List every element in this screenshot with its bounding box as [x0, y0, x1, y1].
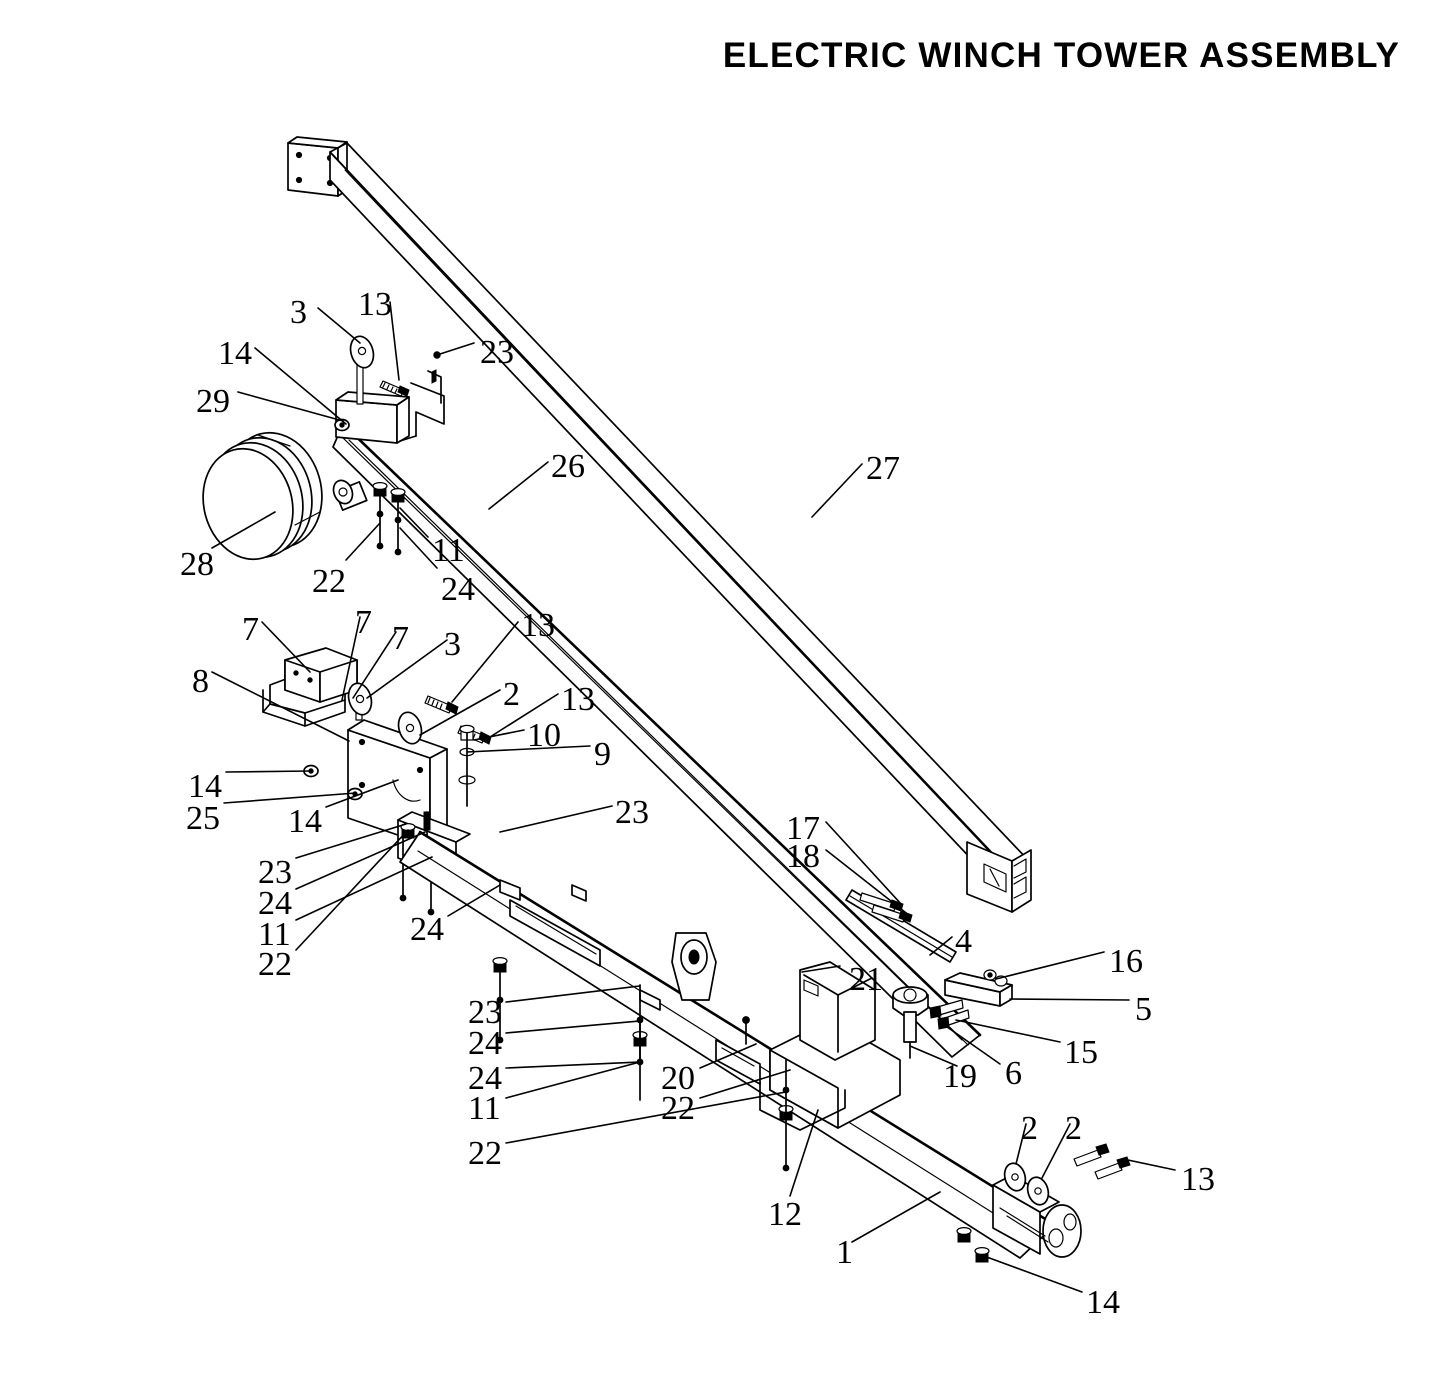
callout-15: 15: [1064, 1034, 1098, 1071]
top-subassembly: [202, 335, 445, 561]
callout-25: 25: [186, 800, 220, 837]
callout-24: 24: [468, 1060, 502, 1097]
callout-14: 14: [188, 768, 222, 805]
callout-7: 7: [242, 611, 259, 648]
callout-8: 8: [192, 663, 209, 700]
part-28-cable-drum: [202, 431, 323, 561]
callout-23: 23: [468, 994, 502, 1031]
callout-1: 1: [836, 1234, 853, 1271]
part-19-knob: [892, 986, 929, 1059]
callout-14: 14: [288, 803, 322, 840]
callout-2: 2: [1021, 1110, 1038, 1147]
page-title: ELECTRIC WINCH TOWER ASSEMBLY: [722, 36, 1400, 75]
callout-13: 13: [561, 681, 595, 718]
bottom-pulley-group: [956, 1143, 1131, 1263]
callout-6: 6: [1005, 1055, 1022, 1092]
callout-24: 24: [410, 911, 444, 948]
middle-subassembly: [262, 647, 492, 916]
leader-lines: [211, 301, 1176, 1293]
callout-22: 22: [468, 1135, 502, 1172]
callout-19: 19: [943, 1058, 977, 1095]
callout-13: 13: [1181, 1161, 1215, 1198]
callout-11: 11: [468, 1090, 501, 1127]
callout-11: 11: [432, 532, 465, 569]
callout-7: 7: [392, 620, 409, 657]
callout-24: 24: [258, 885, 292, 922]
callout-14: 14: [1086, 1284, 1120, 1321]
part-27-upper-tube: [287, 136, 1032, 913]
callout-23: 23: [615, 794, 649, 831]
callout-17: 17: [786, 810, 820, 847]
callout-22: 22: [258, 946, 292, 983]
callout-27: 27: [866, 450, 900, 487]
callout-10: 10: [527, 717, 561, 754]
callout-3: 3: [444, 626, 461, 663]
callout-26: 26: [551, 448, 585, 485]
callout-2: 2: [503, 676, 520, 713]
callout-21: 21: [849, 961, 883, 998]
callout-7: 7: [355, 604, 372, 641]
lower-main-beam: [399, 830, 1131, 1263]
callout-28: 28: [180, 546, 214, 583]
callout-3: 3: [290, 294, 307, 331]
callout-13: 13: [358, 286, 392, 323]
callout-18: 18: [786, 838, 820, 875]
callout-24: 24: [468, 1025, 502, 1062]
callout-5: 5: [1135, 991, 1152, 1028]
callout-20: 20: [661, 1060, 695, 1097]
callout-12: 12: [768, 1196, 802, 1233]
callout-22: 22: [661, 1090, 695, 1127]
callout-4: 4: [955, 923, 972, 960]
callout-24: 24: [441, 571, 475, 608]
callout-16: 16: [1109, 943, 1143, 980]
callout-14: 14: [218, 335, 252, 372]
callout-2: 2: [1065, 1110, 1082, 1147]
callout-23: 23: [258, 854, 292, 891]
callout-13: 13: [521, 607, 555, 644]
callout-9: 9: [594, 736, 611, 773]
callout-22: 22: [312, 563, 346, 600]
part-26-tower-beam: [332, 422, 982, 1058]
callout-23: 23: [480, 334, 514, 371]
callout-29: 29: [196, 383, 230, 420]
callout-11: 11: [258, 916, 291, 953]
